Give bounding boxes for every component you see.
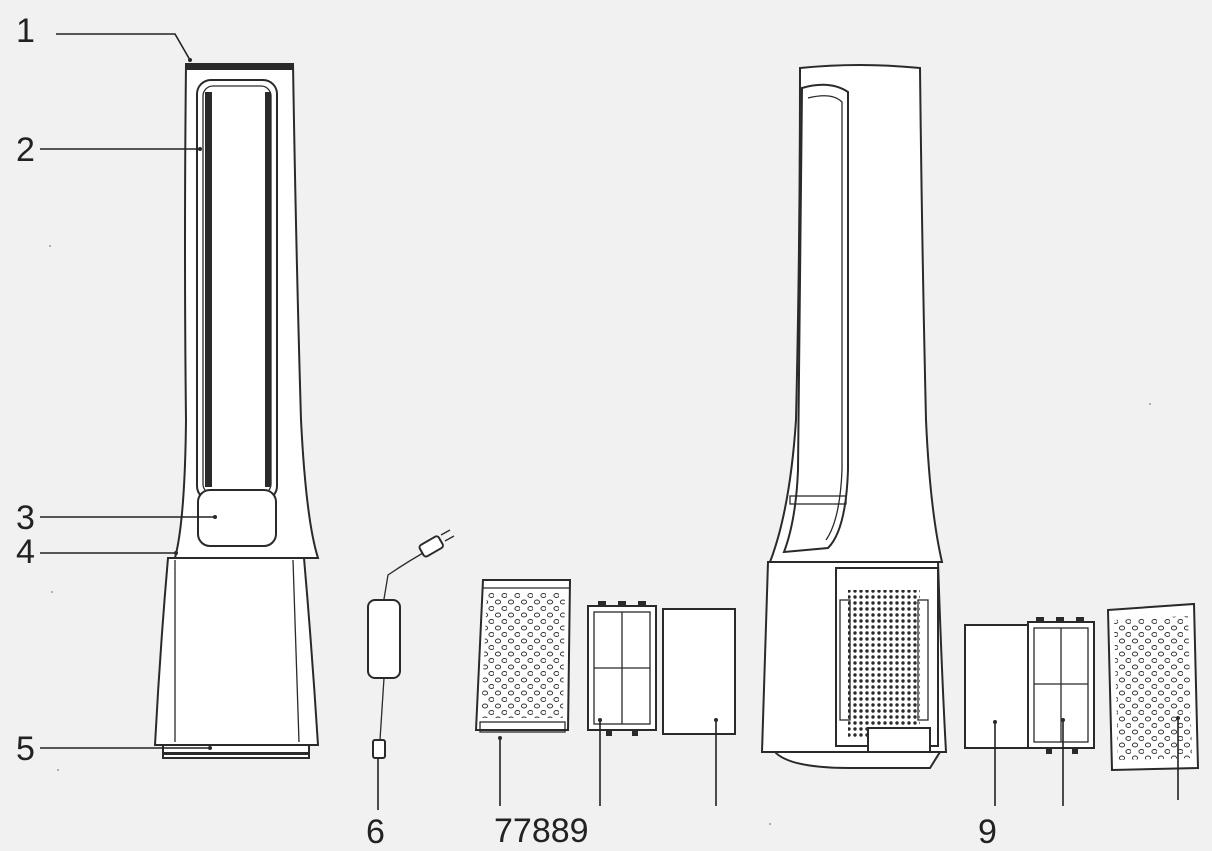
- label-1: 1: [16, 12, 35, 50]
- left-callouts: 1 2 3 4 5: [16, 12, 217, 768]
- label-6: 6: [366, 813, 385, 851]
- label-9: 9: [978, 813, 997, 851]
- label-5: 5: [16, 730, 35, 768]
- filter-parts-right: 9: [964, 602, 1200, 851]
- label-2: 2: [16, 131, 35, 169]
- label-7: 77889: [494, 812, 589, 850]
- power-adapter: 6: [366, 529, 455, 851]
- paper-specks: [49, 245, 1151, 825]
- label-4: 4: [16, 533, 35, 571]
- filter-parts-middle: 77889: [474, 579, 736, 850]
- tower-front-view: [153, 63, 320, 759]
- tower-rear-view: [760, 64, 948, 769]
- label-3: 3: [16, 499, 35, 537]
